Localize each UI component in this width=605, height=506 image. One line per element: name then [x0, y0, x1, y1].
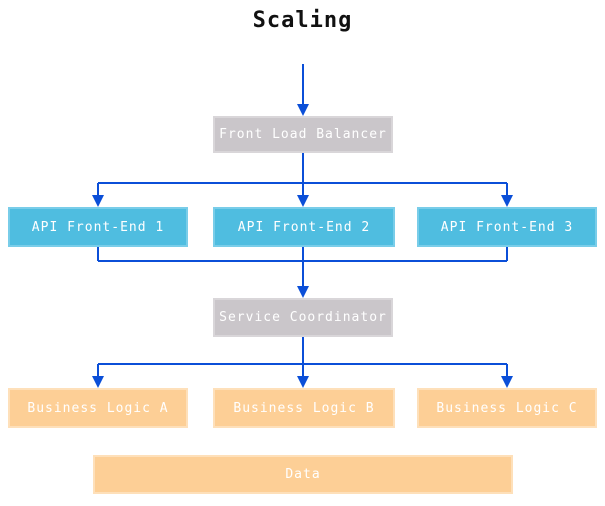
node-front-load-balancer: Front Load Balancer: [213, 116, 393, 153]
node-service-coordinator: Service Coordinator: [213, 298, 393, 337]
arrowhead-icon: [297, 104, 309, 116]
arrow-api-front-ends-to-service-coordinator: [97, 247, 508, 287]
arrowhead-icon: [501, 195, 513, 207]
arrowhead-icon: [297, 286, 309, 298]
arrowhead-icon: [92, 376, 104, 388]
arrowhead-icon: [297, 376, 309, 388]
diagram-title: Scaling: [252, 8, 353, 33]
arrow-flb-to-api-front-ends: [97, 153, 508, 196]
node-api-front-end-3: API Front-End 3: [417, 207, 597, 247]
arrowhead-icon: [501, 376, 513, 388]
arrow-service-coordinator-to-business-logic: [97, 337, 508, 377]
node-business-logic-a: Business Logic A: [8, 388, 188, 428]
node-api-front-end-2: API Front-End 2: [213, 207, 395, 247]
arrowhead-icon: [92, 195, 104, 207]
node-business-logic-c: Business Logic C: [417, 388, 597, 428]
node-data: Data: [93, 455, 513, 494]
arrowhead-icon: [297, 195, 309, 207]
node-business-logic-b: Business Logic B: [213, 388, 395, 428]
node-api-front-end-1: API Front-End 1: [8, 207, 188, 247]
